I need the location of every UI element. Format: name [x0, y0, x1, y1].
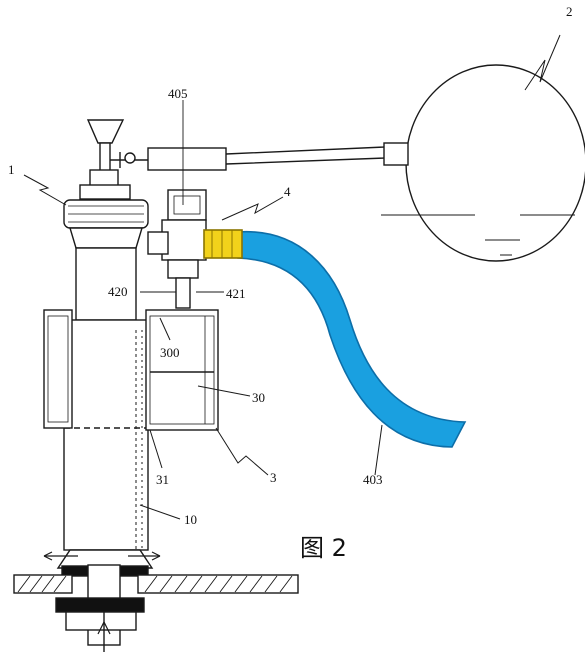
label-421: 421 [226, 286, 246, 301]
float-ball [381, 64, 585, 262]
label-3: 3 [270, 470, 277, 485]
label-300: 300 [160, 345, 180, 360]
valve-head [63, 119, 149, 249]
label-31: 31 [156, 472, 169, 487]
label-10: 10 [184, 512, 197, 527]
figure-caption: 图 2 [300, 534, 347, 562]
hose-nozzle [203, 229, 243, 259]
mounting-base [13, 549, 299, 652]
flow-arrows [43, 551, 161, 561]
label-1: 1 [8, 162, 15, 177]
float-arm [110, 142, 409, 171]
float-cup [43, 309, 219, 431]
label-30: 30 [252, 390, 265, 405]
label-2: 2 [566, 4, 573, 19]
label-420: 420 [108, 284, 128, 299]
valve-assembly [147, 100, 207, 309]
label-405: 405 [168, 86, 188, 101]
valve-body [63, 247, 149, 551]
callout-labels: 2 1 4 405 420 421 300 30 31 3 403 10 图 2 [8, 4, 573, 562]
leader-lines [23, 34, 561, 520]
hose [237, 231, 467, 448]
label-4: 4 [284, 184, 291, 199]
label-403: 403 [363, 472, 383, 487]
